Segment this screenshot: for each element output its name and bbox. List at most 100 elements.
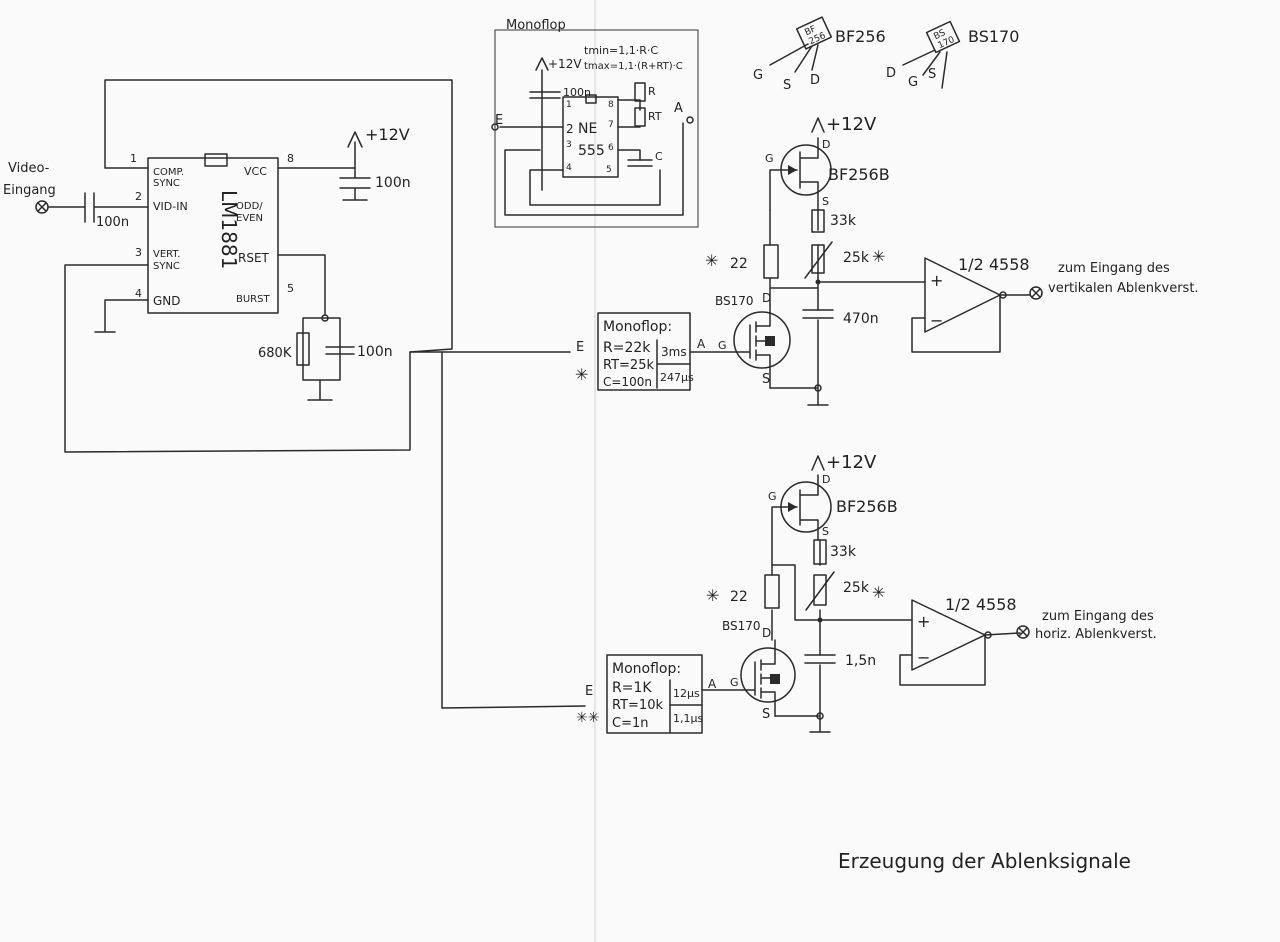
v-pot-star: ✳ [872,247,885,266]
v-opamp-label: 1/2 4558 [958,255,1030,274]
rset-resistor [296,332,310,366]
monoflop-rt-label: RT [648,110,662,123]
bs170-g: G [908,75,918,90]
h-opamp-label: 1/2 4558 [945,595,1017,614]
h-jfet-s: S [822,525,829,538]
h-monoflop-t2: 1,1µs [673,712,703,725]
v-monoflop-r: R=22k [603,340,651,356]
h-mosfet-name: BS170 [722,619,761,633]
horizontal-channel: Monoflop: R=1K RT=10k C=1n 12µs 1,1µs E … [576,452,1157,734]
monoflop-out-label: A [674,101,683,116]
v-out-node [999,291,1007,299]
h-monoflop-t1: 12µs [673,687,700,700]
v-opamp-minus: − [930,311,943,330]
h-jfet-arrow [788,502,797,512]
h-out-jack [1016,625,1030,639]
h-mosfet-body [770,674,780,684]
v-output-label-2: vertikalen Ablenkverst. [1048,281,1199,296]
ne555-label-top: NE [578,121,597,137]
v-r-gate-label: 22 [730,256,748,272]
pin-8-number: 8 [287,152,294,165]
monoflop-detail-title: Monoflop [506,18,566,33]
monoflop-detail-frame [494,29,699,228]
pin-4-number: 4 [135,287,142,300]
h-monoflop-box [606,654,703,734]
v-mosfet-name: BS170 [715,294,754,308]
h-monoflop-title: Monoflop: [612,661,681,677]
pin-1-number: 1 [130,152,137,165]
h-r-source [813,539,827,565]
h-jfet-name: BF256B [836,497,898,516]
bf256-d: D [810,73,820,88]
v-r-gate [763,244,779,279]
h-opamp-minus: − [917,648,930,667]
ne555-ic [562,96,619,178]
pin-comp-sync-label-2: SYNC [153,178,180,189]
bf256-s: S [783,78,791,93]
h-monoflop-r: R=1K [612,680,652,696]
v-jfet-symbol [769,137,819,211]
v-cap-label: 470n [843,311,879,327]
video-input-label-1: Video- [8,161,50,176]
v-output-label-1: zum Eingang des [1058,261,1170,276]
monoflop-formula-max: tmax=1,1·(R+RT)·C [584,61,683,72]
input-cap-label: 100n [96,215,129,230]
vertical-channel: Monoflop: R=22k RT=25k C=100n 3ms 247µs … [575,114,1199,406]
v-cap [802,309,834,319]
wire-pin4-gnd [94,299,149,333]
h-pot [813,574,827,606]
v-jfet-name: BF256B [828,165,890,184]
bs170-body [925,20,961,54]
v-pot-arrow [804,241,833,279]
h-mosfet-symbol [701,639,776,717]
h-monoflop-rt: RT=10k [612,698,663,713]
pin-vcc-label: VCC [244,165,267,178]
v-supply-label: +12V [826,114,877,135]
bs170-legs [902,49,948,89]
monoflop-in-label: E [495,113,503,128]
decoupling-cap [339,167,371,201]
v-mosfet-symbol [689,304,771,389]
pinout-bs170: BS 170 BS170 D G S [886,20,1019,90]
rset-resistor-label: 680K [258,346,292,361]
h-out-cross [1018,627,1028,637]
supply-label-ic1: +12V [365,125,410,144]
v-monoflop-star: ✳ [575,365,588,384]
ne555-pin1: 1 [566,100,572,110]
v-opamp [911,257,1031,353]
v-out-cross [1031,288,1041,298]
ne555-notch [585,94,597,104]
h-wires [771,539,913,733]
pin-2-number: 2 [135,190,142,203]
v-node-top [815,279,821,285]
monoflop-out-node [686,116,694,124]
h-r-gate [764,574,780,609]
v-monoflop-in: E [576,340,584,355]
monoflop-cap-label: 100n [563,86,591,99]
h-opamp-plus: + [917,612,930,631]
pin-odd-even-label-2: EVEN [236,213,263,224]
monoflop-c-label: C [655,150,663,163]
v-r-source-label: 33k [830,213,857,229]
h-pot-arrow [805,571,835,611]
ne555-pin3: 3 [566,140,572,150]
lm1881-section: LM1881 1 COMP. SYNC 2 VID-IN 3 VERT. SYN… [3,79,453,453]
pin-5-number: 5 [287,282,294,295]
v-jfet-d: D [822,138,830,151]
rset-cap [325,346,355,355]
bs170-s: S [928,67,936,82]
v-jfet-arrow [788,165,797,175]
h-node-bottom [816,712,824,720]
ne555-pin4: 4 [566,163,572,173]
video-input-cross [37,202,47,212]
h-cap [804,654,836,664]
v-jfet-s: S [822,195,829,208]
v-opamp-plus: + [930,271,943,290]
pin-rset-label: RSET [238,251,270,265]
h-pot-label: 25k [843,580,870,596]
v-monoflop-t1: 3ms [661,345,687,359]
v-mosfet-body [765,336,775,346]
v-mosfet-d: D [762,291,771,305]
v-r-gate-star: ✳ [705,251,718,270]
monoflop-r [634,82,646,102]
